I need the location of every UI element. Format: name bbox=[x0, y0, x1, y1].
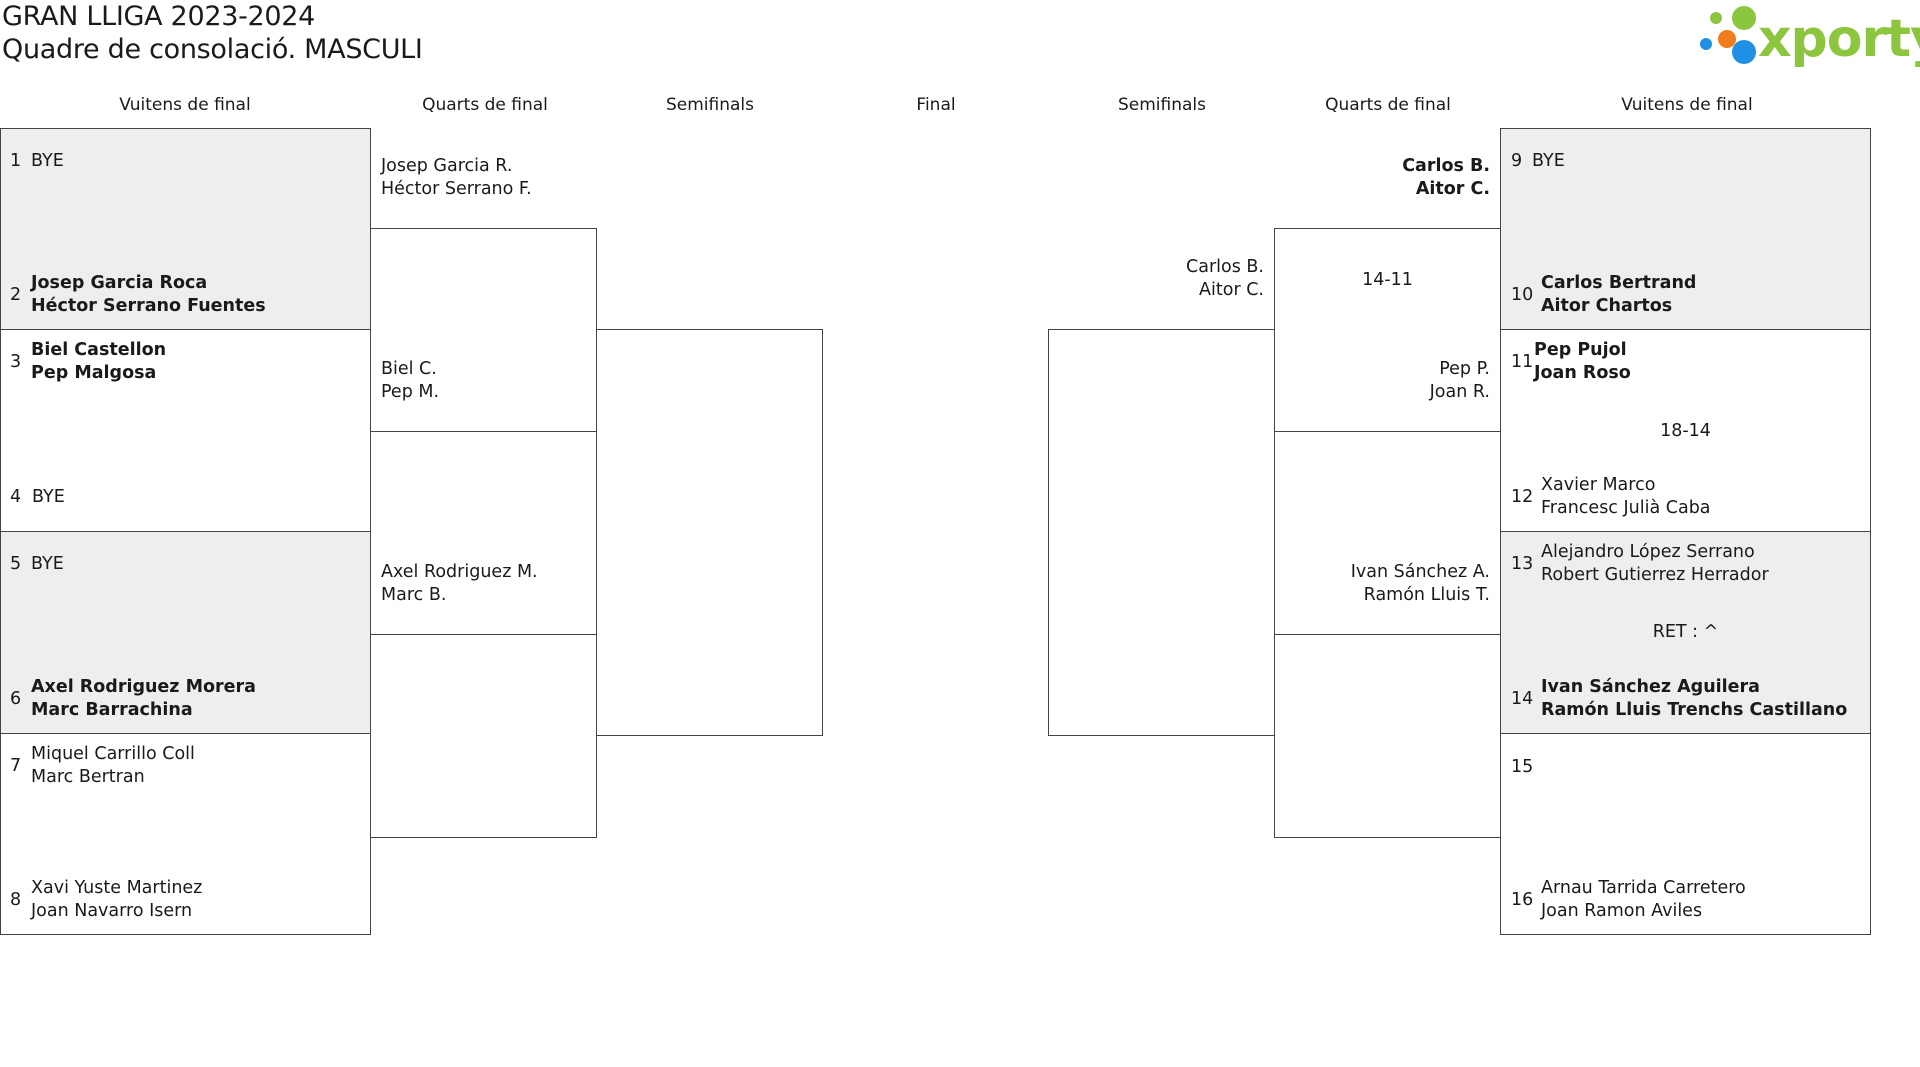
seed-number: 12 bbox=[1511, 487, 1534, 507]
team-player-2: Héctor Serrano Fuentes bbox=[31, 296, 266, 316]
bracket-subtitle: Quadre de consolació. MASCULI bbox=[2, 34, 423, 65]
team-player-1: Axel Rodriguez Morera bbox=[31, 677, 256, 697]
r16-right-score-2: RET : ^ bbox=[1652, 622, 1719, 642]
team-player-1: Xavi Yuste Martinez bbox=[31, 878, 203, 898]
qf-left-slot-3-player-2: Marc B. bbox=[381, 585, 447, 605]
tournament-title: GRAN LLIGA 2023-2024 bbox=[2, 1, 316, 32]
seed-number: 14 bbox=[1511, 689, 1534, 709]
logo-dot-blue-small bbox=[1700, 38, 1712, 50]
qf-right-slot-3-player-1: Ivan Sánchez A. bbox=[1350, 562, 1490, 582]
team-player-2: Joan Navarro Isern bbox=[31, 901, 193, 921]
logo-dot-orange bbox=[1718, 30, 1736, 48]
team-player-1: Arnau Tarrida Carretero bbox=[1541, 878, 1746, 898]
team-name: BYE bbox=[32, 487, 65, 507]
team-player-1: Pep Pujol bbox=[1534, 340, 1627, 360]
header-final: Final bbox=[916, 95, 956, 115]
seed-number: 2 bbox=[10, 285, 22, 305]
seed-number: 7 bbox=[10, 756, 22, 776]
team-player-1: Josep Garcia Roca bbox=[31, 273, 208, 293]
team-player-2: Aitor Chartos bbox=[1541, 296, 1673, 316]
team-player-2: Pep Malgosa bbox=[31, 363, 157, 383]
logo-dot-green bbox=[1732, 6, 1756, 30]
team-player-2: Francesc Julià Caba bbox=[1541, 498, 1711, 518]
qf-right-slot-1-player-1: Carlos B. bbox=[1402, 156, 1490, 176]
xporty-logo: xporty bbox=[1696, 2, 1920, 72]
team-name: BYE bbox=[31, 151, 64, 171]
qf-left-slot-3-player-1: Axel Rodriguez M. bbox=[381, 562, 538, 582]
team-name: BYE bbox=[1532, 151, 1565, 171]
seed-number: 1 bbox=[10, 151, 22, 171]
header-round-of-16-left: Vuitens de final bbox=[119, 95, 251, 115]
seed-number: 9 bbox=[1511, 151, 1523, 171]
seed-number: 16 bbox=[1511, 890, 1534, 910]
logo-dot-blue bbox=[1732, 40, 1756, 64]
team-player-1: Ivan Sánchez Aguilera bbox=[1541, 677, 1760, 697]
team-player-1: Biel Castellon bbox=[31, 340, 167, 360]
match-box-r16-right-4 bbox=[1500, 733, 1871, 935]
team-player-2: Marc Barrachina bbox=[31, 700, 193, 720]
header-semifinals-right: Semifinals bbox=[1117, 95, 1206, 115]
header-quarterfinals-right: Quarts de final bbox=[1325, 95, 1451, 115]
match-box-qf-right-2 bbox=[1274, 634, 1501, 838]
qf-right-slot-1-player-2: Aitor C. bbox=[1415, 179, 1490, 199]
team-player-1: Xavier Marco bbox=[1541, 475, 1656, 495]
seed-number: 10 bbox=[1511, 285, 1534, 305]
seed-number: 4 bbox=[10, 487, 22, 507]
r16-right-score-1: 18-14 bbox=[1660, 421, 1711, 441]
team-player-2: Ramón Lluis Trenchs Castillano bbox=[1541, 700, 1848, 720]
seed-number: 15 bbox=[1511, 757, 1534, 777]
header-semifinals-left: Semifinals bbox=[665, 95, 754, 115]
match-box-r16-right-3 bbox=[1500, 531, 1871, 734]
team-player-1: Alejandro López Serrano bbox=[1541, 542, 1755, 562]
seed-number: 8 bbox=[10, 890, 22, 910]
qf-right-slot-2-player-1: Pep P. bbox=[1439, 359, 1490, 379]
seed-number: 5 bbox=[10, 554, 22, 574]
match-box-qf-left-2 bbox=[370, 634, 597, 838]
qf-right-slot-2-player-2: Joan R. bbox=[1429, 382, 1490, 402]
seed-number: 13 bbox=[1511, 554, 1534, 574]
sf-right-slot-1-player-2: Aitor C. bbox=[1199, 280, 1264, 300]
logo-dot-green-small bbox=[1710, 12, 1722, 24]
team-player-2: Marc Bertran bbox=[31, 767, 145, 787]
match-box-sf-left bbox=[596, 329, 823, 736]
team-player-2: Robert Gutierrez Herrador bbox=[1541, 565, 1769, 585]
header-quarterfinals-left: Quarts de final bbox=[422, 95, 548, 115]
qf-right-slot-3-player-2: Ramón Lluis T. bbox=[1363, 585, 1490, 605]
qf-right-score-1: 14-11 bbox=[1362, 270, 1413, 290]
match-box-r16-right-1 bbox=[1500, 128, 1871, 330]
team-player-1: Miquel Carrillo Coll bbox=[31, 744, 195, 764]
qf-left-slot-2-player-1: Biel C. bbox=[381, 359, 437, 379]
logo-wordmark: xporty bbox=[1758, 9, 1920, 69]
qf-left-slot-1-player-2: Héctor Serrano F. bbox=[381, 179, 532, 199]
seed-number: 3 bbox=[10, 352, 22, 372]
team-name: BYE bbox=[31, 554, 64, 574]
seed-number: 11 bbox=[1511, 352, 1534, 372]
sf-right-slot-1-player-1: Carlos B. bbox=[1186, 257, 1264, 277]
qf-left-slot-1-player-1: Josep Garcia R. bbox=[381, 156, 513, 176]
qf-left-slot-2-player-2: Pep M. bbox=[381, 382, 440, 402]
seed-number: 6 bbox=[10, 689, 22, 709]
header-round-of-16-right: Vuitens de final bbox=[1621, 95, 1753, 115]
team-player-2: Joan Ramon Aviles bbox=[1541, 901, 1703, 921]
team-player-1: Carlos Bertrand bbox=[1541, 273, 1697, 293]
match-box-sf-right bbox=[1048, 329, 1275, 736]
team-player-2: Joan Roso bbox=[1534, 363, 1631, 383]
